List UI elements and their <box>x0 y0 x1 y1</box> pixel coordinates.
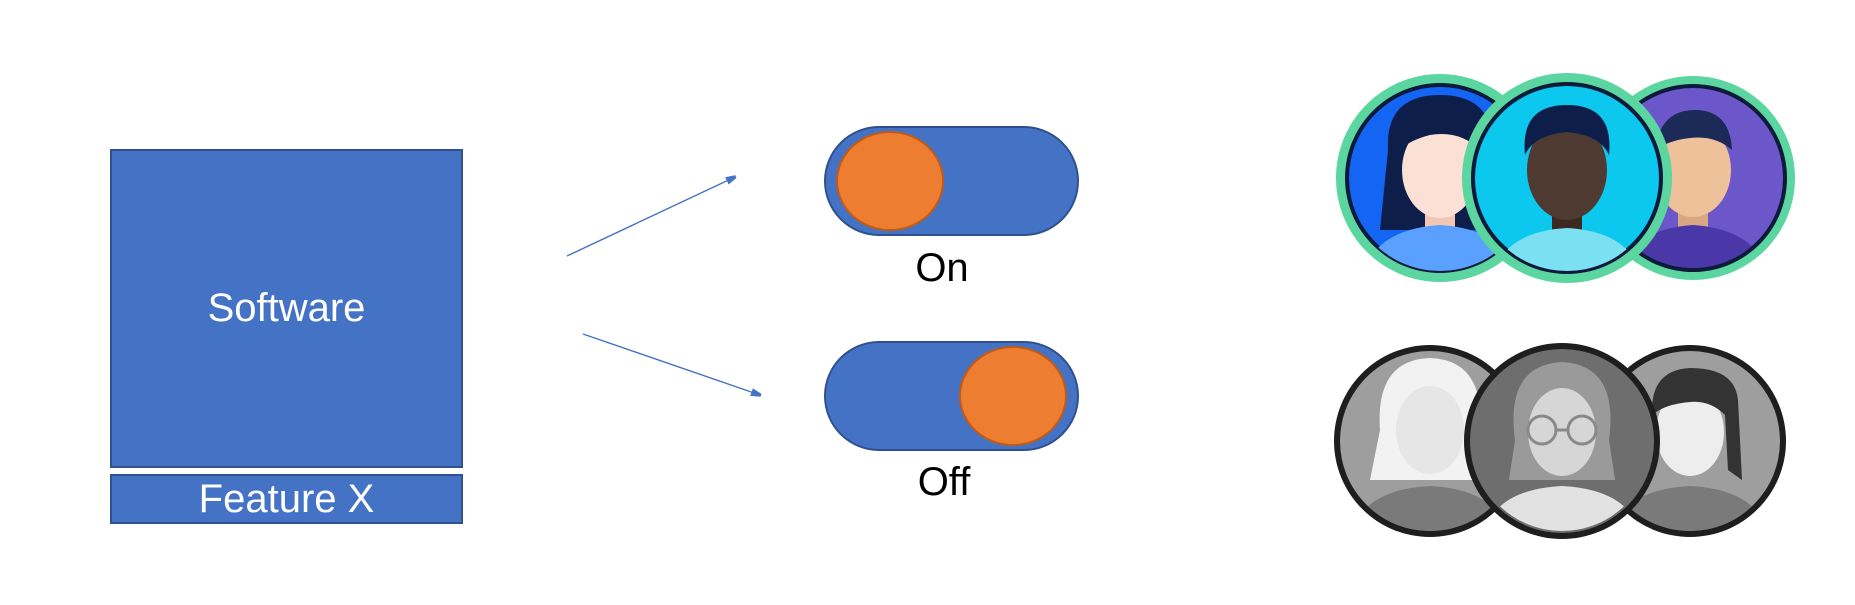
arrow-to-off <box>582 333 760 395</box>
feature-x-label: Feature X <box>198 476 375 521</box>
disabled-users-avatar-group <box>1334 343 1786 539</box>
avatar-glasses-gray-icon <box>1464 343 1660 539</box>
toggle-switch-off[interactable] <box>824 341 1079 451</box>
on-label: On <box>915 246 969 290</box>
toggle-knob <box>836 131 944 231</box>
arrow-to-on <box>566 177 735 257</box>
toggle-switch-on[interactable] <box>824 126 1079 236</box>
software-box: Software <box>110 149 463 468</box>
feature-x-box: Feature X <box>110 474 463 524</box>
enabled-users-avatar-group <box>1336 73 1795 283</box>
software-label: Software <box>207 286 366 330</box>
off-label: Off <box>917 460 971 504</box>
avatar-person-icon <box>1462 73 1672 283</box>
toggle-knob <box>959 346 1067 446</box>
